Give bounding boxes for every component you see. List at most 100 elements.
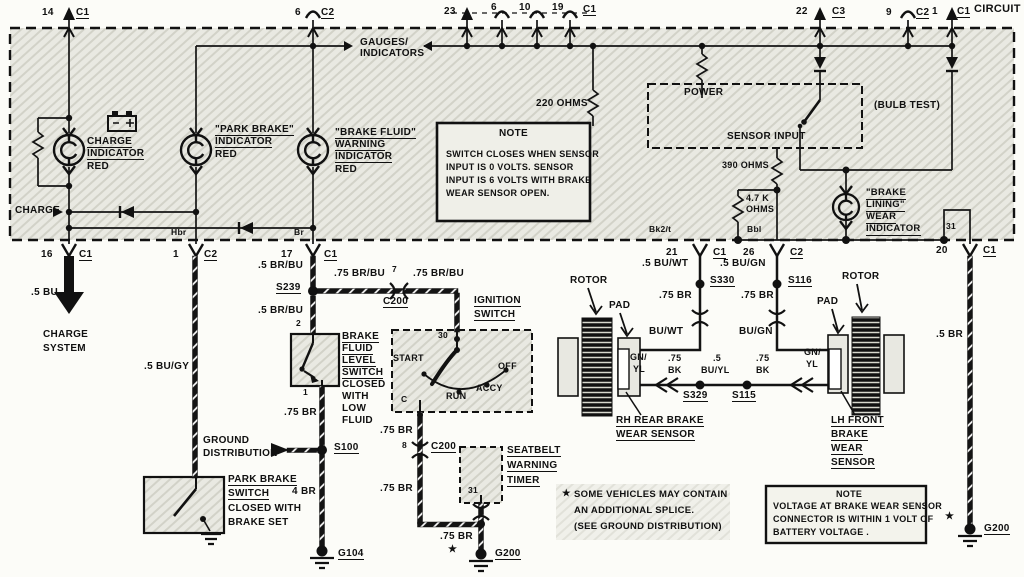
- wire-label-75bk-r1: .75: [756, 353, 770, 363]
- wire-label-5buwt: .5 BU/WT: [642, 258, 689, 269]
- connector-17-pin: 17: [281, 249, 293, 260]
- battery-icon: [107, 111, 137, 132]
- wire-label-75br-timer: .75 BR: [440, 531, 473, 542]
- wire-label-5bu: .5 BU: [31, 287, 59, 298]
- charge-indicator-lamp: [52, 127, 86, 176]
- connector-9-code: C2: [916, 7, 930, 19]
- diode-brake-fluid: [237, 222, 253, 234]
- fluid-switch-name-1: BRAKE: [342, 331, 380, 343]
- connector-1b-code: C2: [204, 249, 218, 261]
- resistor-390-label: 390 OHMS: [722, 160, 769, 170]
- fluid-indicator-label-1: "BRAKE FLUID": [335, 127, 417, 139]
- timer-term-31: 31: [468, 485, 479, 495]
- note-box-voltage: [764, 484, 928, 545]
- resistor-47k-label-1: 4.7 K: [746, 193, 770, 203]
- connector-21-pin: 21: [666, 247, 678, 258]
- exit-tag-bbl: Bbl: [747, 224, 762, 234]
- ignition-switch-symbol: [417, 332, 509, 418]
- connector-26-code: C2: [790, 247, 804, 259]
- connector-26-pin: 26: [743, 247, 755, 258]
- rh-pad-label: PAD: [609, 300, 631, 311]
- sensor-note-title: NOTE: [499, 128, 528, 139]
- top-connector-glyphs: [63, 7, 958, 38]
- wire-label-bugn: BU/GN: [739, 326, 773, 337]
- connector-22-pin: 22: [796, 6, 808, 17]
- sensor-note-line-3: INPUT IS 6 VOLTS WITH BRAKE: [446, 175, 592, 185]
- rh-sensor-name-2: WEAR SENSOR: [616, 429, 695, 441]
- charge-tap-label: CHARGE: [15, 205, 61, 216]
- connector-group-code: C1: [583, 4, 597, 16]
- inline-connectors: [389, 282, 814, 521]
- brake-lining-indicator-lamp: [831, 185, 861, 231]
- sensor-note-line-2: INPUT IS 0 VOLTS. SENSOR: [446, 162, 574, 172]
- charge-indicator-label-1: CHARGE: [87, 136, 133, 148]
- wire-label-5brbu-a: .5 BR/BU: [258, 260, 304, 271]
- star-mark-timer: ★: [448, 544, 458, 555]
- connector-21-code: C1: [713, 247, 727, 259]
- sensor-input-label: SENSOR INPUT: [727, 131, 806, 142]
- park-indicator-label-2: INDICATOR: [215, 136, 273, 148]
- gauges-label-2: INDICATORS: [360, 48, 425, 59]
- charge-system-arrow: [54, 256, 84, 314]
- connector-c200a-code: C200: [383, 296, 409, 308]
- splice-s329-label: S329: [683, 390, 708, 402]
- wire-label-75bk-l1: .75: [668, 353, 682, 363]
- star-note-line-3: (SEE GROUND DISTRIBUTION): [574, 521, 722, 532]
- wire-label-75bk-r2: BK: [756, 365, 770, 375]
- wire-label-5buyl-l1: .5: [713, 353, 722, 363]
- connector-6-pin: 6: [295, 7, 301, 18]
- wire-label-75br-ign-b: .75 BR: [380, 483, 413, 494]
- connector-1-pin: 1: [932, 6, 938, 17]
- fluid-switch-desc-2: WITH: [342, 391, 369, 402]
- fluid-switch-desc-3: LOW: [342, 403, 367, 414]
- exit-tag-bk2t: Bk2/t: [649, 224, 672, 234]
- fluid-switch-name-4: SWITCH: [342, 367, 384, 379]
- lh-pad-label: PAD: [817, 296, 839, 307]
- exit-tag-hbr: Hbr: [171, 227, 187, 237]
- fluid-switch-name-2: FLUID: [342, 343, 373, 355]
- ground-distribution-label-1: GROUND: [203, 435, 250, 446]
- wire-label-75br-fluid: .75 BR: [284, 407, 317, 418]
- splice-s115-label: S115: [732, 390, 757, 402]
- voltage-note-line-1: VOLTAGE AT BRAKE WEAR SENSOR: [773, 501, 943, 511]
- star-note-line-1: SOME VEHICLES MAY CONTAIN: [574, 489, 728, 500]
- wire-label-5bugy: .5 BU/GY: [144, 361, 190, 372]
- fluid-indicator-color: RED: [335, 164, 358, 175]
- wire-label-gnyl-r2: YL: [806, 359, 819, 369]
- wire-label-4br: 4 BR: [292, 486, 316, 497]
- charge-indicator-color: RED: [87, 161, 110, 172]
- connector-6-code: C2: [321, 7, 335, 19]
- connector-group-p2: 6: [491, 2, 497, 13]
- connector-c200b-pin: 8: [402, 440, 408, 450]
- circuit-title: CIRCUIT: [974, 3, 1021, 15]
- connector-1-code: C1: [957, 6, 971, 18]
- fluid-indicator-label-3: INDICATOR: [335, 151, 393, 163]
- park-indicator-label-1: "PARK BRAKE": [215, 124, 295, 136]
- park-switch-label-4: BRAKE SET: [228, 517, 289, 528]
- sensor-note-line-4: WEAR SENSOR OPEN.: [446, 188, 550, 198]
- connector-group-p3: 10: [519, 2, 531, 13]
- diode-bulb-test: [946, 57, 958, 73]
- brake-fluid-indicator-lamp: [296, 127, 330, 176]
- connector-c200a-pin: 7: [392, 264, 398, 274]
- timer-title-3: TIMER: [507, 475, 540, 487]
- wire-label-gnyl-r1: GN/: [804, 347, 821, 357]
- lining-indicator-label-2: LINING": [866, 199, 905, 212]
- bottom-connector-glyphs: [60, 243, 979, 257]
- star-note-mark: ★: [562, 488, 571, 499]
- charge-indicator-label-2: INDICATOR: [87, 148, 145, 160]
- lh-front-brake-assembly: [827, 283, 905, 416]
- wire-label-75br-rh: .75 BR: [659, 290, 692, 301]
- power-sensor-module-box: [647, 83, 863, 149]
- splice-s100-label: S100: [334, 442, 359, 454]
- wire-label-75br-ign-a: .75 BR: [380, 425, 413, 436]
- fluid-switch-desc-1: CLOSED: [342, 379, 386, 390]
- rh-rotor-label: ROTOR: [570, 275, 608, 286]
- fluid-switch-term-2: 2: [296, 318, 302, 328]
- star-note-background: [556, 484, 730, 540]
- ground-g104: [310, 545, 334, 570]
- flow-arrows: [53, 41, 432, 457]
- ignition-term-30: 30: [438, 330, 449, 340]
- wire-label-75bk-l2: BK: [668, 365, 682, 375]
